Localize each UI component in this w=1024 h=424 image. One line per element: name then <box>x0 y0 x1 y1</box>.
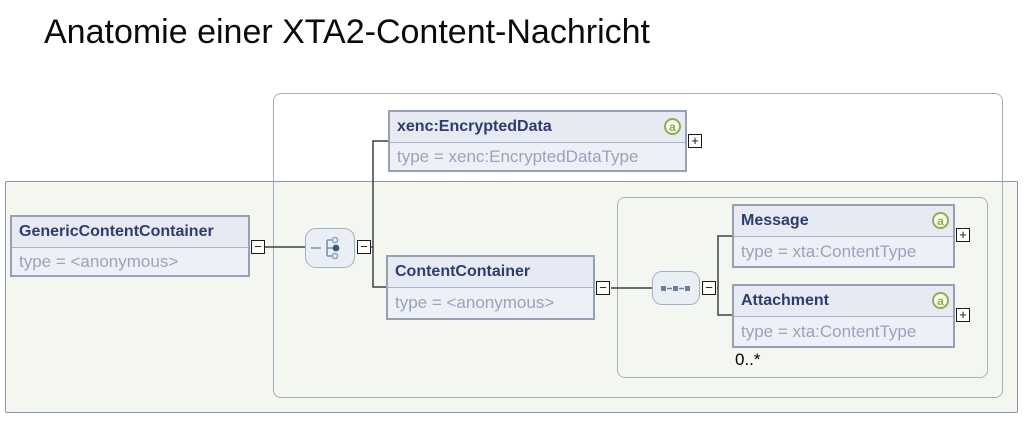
node-label: ContentContainer <box>395 263 531 280</box>
node-message-body: type = xta:ContentType <box>734 237 953 266</box>
node-xenc-encrypted-data-body: type = xenc:EncryptedDataType <box>390 143 685 170</box>
expand-toggle-attachment[interactable]: + <box>956 308 970 322</box>
node-type-label: type = xta:ContentType <box>741 241 917 261</box>
node-generic-content-container-header: GenericContentContainer <box>12 217 248 248</box>
node-type-label: type = <anonymous> <box>395 293 555 312</box>
node-generic-content-container[interactable]: GenericContentContainer type = <anonymou… <box>10 215 250 277</box>
node-type-label: type = xenc:EncryptedDataType <box>397 146 639 166</box>
choice-compositor-icon[interactable] <box>305 228 355 268</box>
attributes-icon: a <box>664 118 681 135</box>
node-attachment-header: Attachment a <box>734 286 953 317</box>
node-label: xenc:EncryptedData <box>397 118 552 135</box>
choice-icon <box>311 236 340 260</box>
node-label: Message <box>741 212 809 229</box>
node-type-label: type = xta:ContentType <box>741 321 917 341</box>
node-type-label: type = <anonymous> <box>19 251 179 271</box>
node-message[interactable]: Message a type = xta:ContentType <box>732 204 955 268</box>
expand-toggle-message[interactable]: + <box>956 228 970 242</box>
node-attachment[interactable]: Attachment a type = xta:ContentType <box>732 284 955 348</box>
sequence-icon <box>661 286 690 291</box>
choice-scope-panel <box>273 93 1003 398</box>
attributes-icon: a <box>932 212 949 229</box>
page-title: Anatomie einer XTA2-Content-Nachricht <box>44 13 650 51</box>
node-label: Attachment <box>741 292 830 309</box>
expand-toggle-content-container[interactable]: − <box>596 281 610 295</box>
node-content-container[interactable]: ContentContainer type = <anonymous> <box>386 255 595 320</box>
attachment-occurrence-label: 0..* <box>735 350 761 369</box>
node-generic-content-container-body: type = <anonymous> <box>12 248 248 275</box>
expand-toggle-generic-content-container[interactable]: − <box>251 240 265 254</box>
expand-toggle-choice[interactable]: − <box>357 240 371 254</box>
expand-toggle-encrypted-data[interactable]: + <box>688 134 702 148</box>
node-label: GenericContentContainer <box>19 223 214 240</box>
node-message-header: Message a <box>734 206 953 237</box>
sequence-compositor-icon[interactable] <box>652 271 700 305</box>
node-attachment-body: type = xta:ContentType <box>734 317 953 346</box>
expand-toggle-sequence[interactable]: − <box>702 281 716 295</box>
node-xenc-encrypted-data[interactable]: xenc:EncryptedData a type = xenc:Encrypt… <box>388 110 687 172</box>
node-content-container-body: type = <anonymous> <box>388 288 593 318</box>
attributes-icon: a <box>932 292 949 309</box>
node-xenc-encrypted-data-header: xenc:EncryptedData a <box>390 112 685 143</box>
node-content-container-header: ContentContainer <box>388 257 593 288</box>
